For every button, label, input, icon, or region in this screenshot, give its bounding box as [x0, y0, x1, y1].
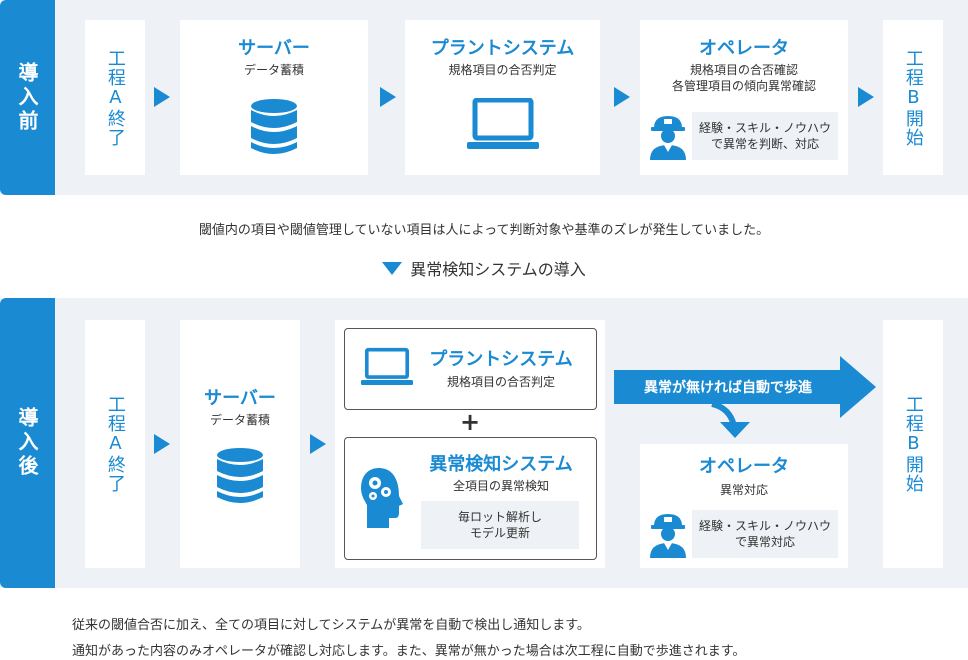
laptop-icon — [361, 347, 413, 386]
after-anomaly-box: 異常検知システム 全項目の異常検知 毎ロット解析し モデル更新 — [344, 437, 597, 560]
footer-line1: 従来の閾値合否に加え、全ての項目に対してシステムが異常を自動で検出し通知します。 — [72, 618, 590, 633]
after-anomaly-note2: モデル更新 — [469, 526, 530, 540]
before-plant-card: プラントシステム 規格項目の合否判定 — [405, 20, 600, 175]
after-operator-sub: 異常対応 — [719, 483, 768, 497]
worker-icon — [650, 116, 686, 160]
before-arrow-3 — [614, 87, 630, 107]
database-icon — [251, 99, 297, 154]
before-server-card: サーバー データ蓄積 — [180, 20, 368, 175]
after-operator-title: オペレータ — [699, 456, 789, 477]
before-operator-note: 経験・スキル・ノウハウ で異常を判断、対応 — [692, 112, 838, 160]
after-server-title: サーバー — [204, 388, 276, 409]
before-label: 導入前 — [0, 0, 55, 195]
after-plant-box: プラントシステム 規格項目の合否判定 — [344, 328, 597, 410]
after-anomaly-note1: 毎ロット解析し — [457, 510, 542, 524]
before-server-sub: データ蓄積 — [243, 63, 304, 77]
before-operator-sub1: 規格項目の合否確認 — [689, 63, 798, 77]
intro-heading: 異常検知システムの導入 — [0, 256, 968, 280]
ai-head-gears-icon — [361, 468, 403, 528]
footer-line2: 通知があった内容のみオペレータが確認し対応します。また、異常が無かった場合は次工… — [72, 644, 746, 659]
before-arrow-1 — [154, 87, 170, 107]
before-step-a: 工程A終了 — [85, 20, 145, 175]
database-icon — [217, 448, 263, 503]
before-operator-title: オペレータ — [699, 38, 789, 59]
before-plant-title: プラントシステム — [430, 38, 575, 59]
after-operator-note1: 経験・スキル・ノウハウ — [698, 519, 831, 533]
after-arrow-2 — [310, 434, 326, 454]
after-plant-title: プラントシステム — [429, 349, 573, 370]
after-step-b: 工程B開始 — [883, 320, 943, 568]
after-operator-note: 経験・スキル・ノウハウ で異常対応 — [692, 510, 838, 558]
after-anomaly-note: 毎ロット解析し モデル更新 — [421, 501, 579, 549]
intro-text: 異常検知システムの導入 — [410, 260, 586, 279]
after-plant-sub: 規格項目の合否判定 — [446, 375, 555, 389]
after-arrow-1 — [154, 434, 170, 454]
worker-icon — [650, 514, 686, 558]
auto-advance-label: 異常が無ければ自動で歩進 — [644, 380, 812, 396]
before-plant-sub: 規格項目の合否判定 — [448, 63, 557, 77]
before-arrow-2 — [380, 87, 396, 107]
before-operator-card: オペレータ 規格項目の合否確認 各管理項目の傾向異常確認 経験・スキル・ノウハウ… — [640, 20, 848, 175]
before-server-title: サーバー — [238, 38, 310, 59]
triangle-down-icon — [382, 261, 403, 275]
laptop-icon — [467, 98, 539, 149]
after-step-a: 工程A終了 — [85, 320, 145, 568]
after-operator-note2: で異常対応 — [734, 535, 795, 549]
before-operator-sub2: 各管理項目の傾向異常確認 — [671, 79, 816, 93]
auto-advance-arrow — [614, 356, 876, 418]
before-operator-note2: で異常を判断、対応 — [710, 137, 819, 151]
middle-caption: 閾値内の項目や閾値管理していない項目は人によって判断対象や基準のズレが発生してい… — [198, 223, 770, 238]
plus-sign: + — [459, 408, 481, 436]
after-server-sub: データ蓄積 — [209, 413, 270, 427]
after-operator-card: オペレータ 異常対応 経験・スキル・ノウハウ で異常対応 — [640, 444, 848, 568]
before-operator-note1: 経験・スキル・ノウハウ — [698, 121, 831, 135]
after-anomaly-title: 異常検知システム — [429, 454, 573, 475]
before-step-b: 工程B開始 — [883, 20, 943, 175]
after-server-card: サーバー データ蓄積 — [180, 320, 300, 568]
before-arrow-4 — [858, 87, 874, 107]
after-anomaly-sub: 全項目の異常検知 — [452, 479, 549, 493]
curved-down-arrow — [711, 401, 750, 438]
after-label: 導入後 — [0, 298, 55, 588]
